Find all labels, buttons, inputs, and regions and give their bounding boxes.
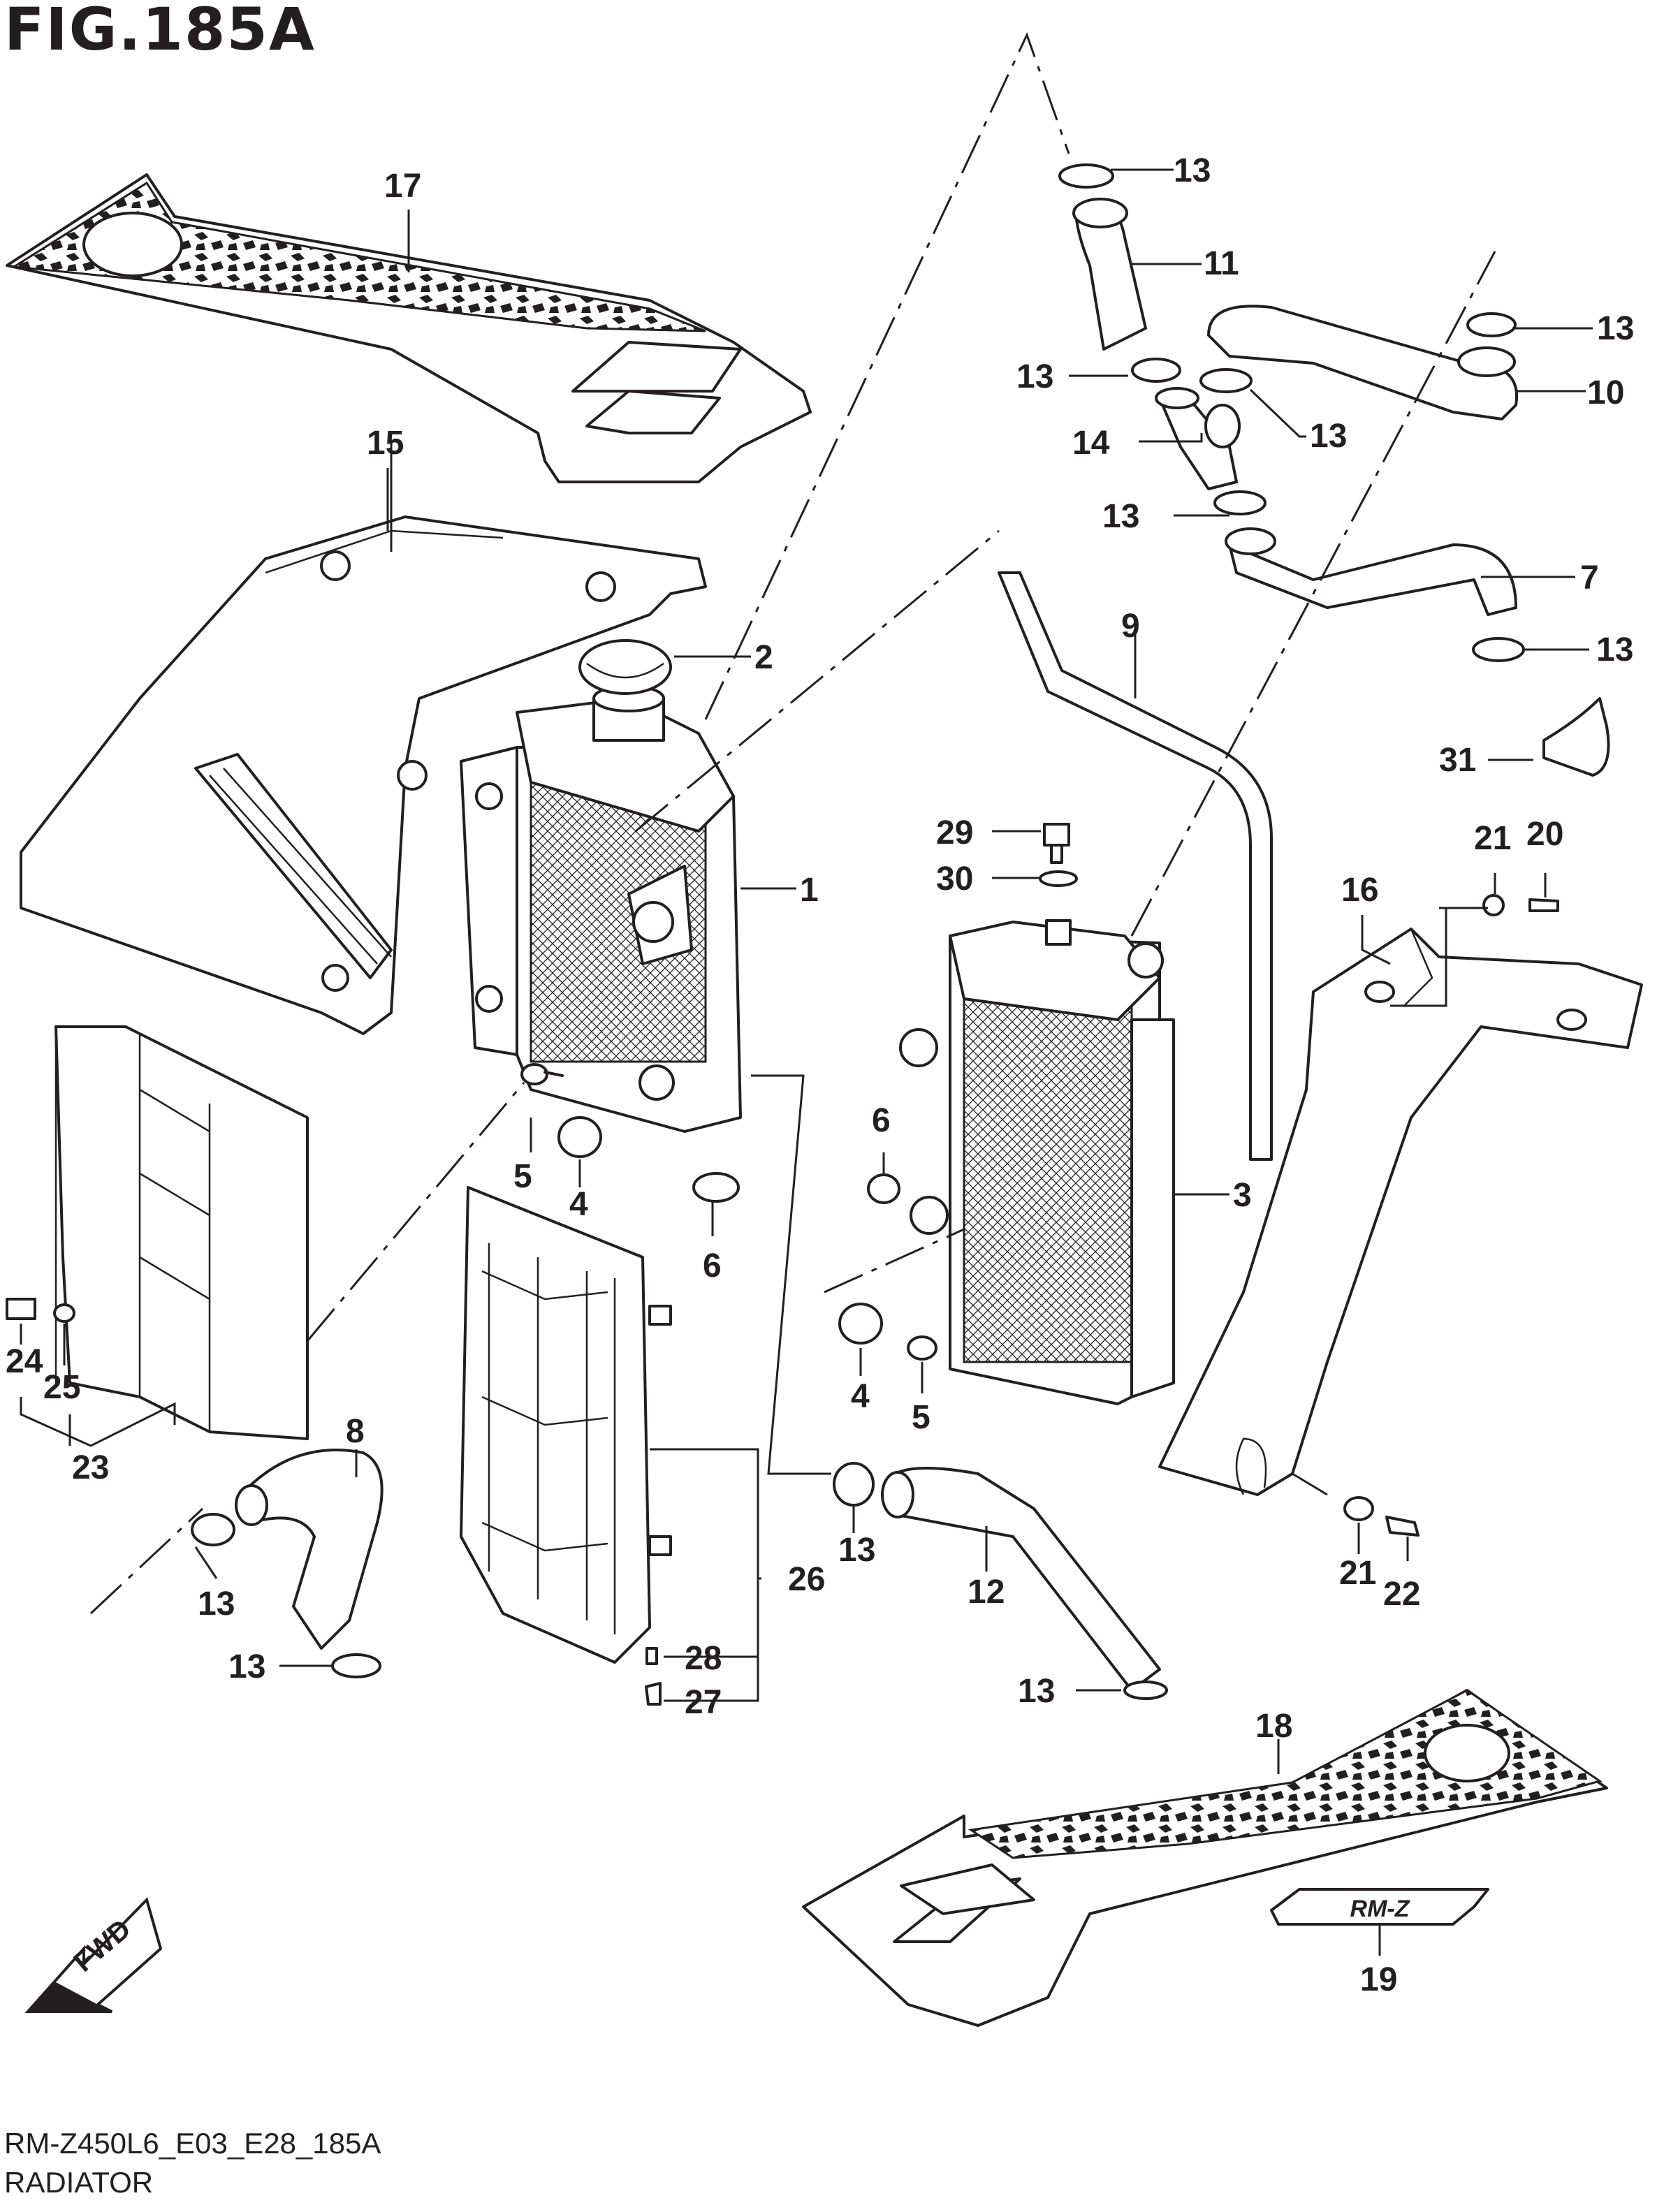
callout-29: 29 — [936, 814, 973, 851]
callout-17: 17 — [384, 168, 421, 205]
callout-4: 4 — [569, 1186, 588, 1223]
hose-10 — [1207, 305, 1519, 420]
callout-15: 15 — [367, 425, 404, 462]
callout-27: 27 — [685, 1684, 722, 1721]
model-code: RM-Z450L6_E03_E28_185A — [4, 2127, 381, 2160]
radiator-cover-left — [1158, 928, 1643, 1496]
callout-28: 28 — [685, 1640, 722, 1677]
callout-18: 18 — [1255, 1708, 1292, 1745]
callout-26: 26 — [788, 1561, 825, 1598]
mount-hardware — [6, 697, 1610, 1706]
callout-8: 8 — [346, 1413, 365, 1450]
callout-4: 4 — [851, 1378, 870, 1415]
callout-22: 22 — [1383, 1576, 1420, 1613]
figure-title: FIG.185A — [4, 0, 316, 64]
callout-13: 13 — [1597, 310, 1634, 347]
callout-3: 3 — [1233, 1177, 1252, 1214]
fwd-arrow: FWD — [24, 1897, 163, 2013]
hose-9 — [998, 571, 1273, 1161]
callout-6: 6 — [703, 1247, 722, 1284]
radiator-louver — [54, 1025, 309, 1440]
pipe-14 — [1155, 387, 1241, 490]
shroud-graphic-upper — [6, 173, 812, 483]
callout-13: 13 — [1596, 631, 1633, 668]
leader-lines — [20, 168, 1593, 1956]
callout-13: 13 — [1016, 358, 1053, 395]
callout-12: 12 — [968, 1574, 1005, 1611]
callout-10: 10 — [1587, 374, 1624, 411]
callout-21: 21 — [1474, 820, 1511, 857]
callout-5: 5 — [513, 1158, 532, 1195]
callout-6: 6 — [872, 1102, 891, 1139]
section-name: RADIATOR — [4, 2166, 154, 2199]
callout-13: 13 — [838, 1532, 875, 1569]
callout-1: 1 — [800, 872, 819, 909]
callout-13: 13 — [1310, 418, 1347, 455]
hose-11 — [1072, 198, 1147, 351]
callout-13: 13 — [1018, 1673, 1055, 1710]
radiator-guard — [460, 1186, 672, 1664]
callout-2: 2 — [754, 639, 773, 676]
shroud-graphic-lower — [802, 1689, 1608, 2027]
callout-13: 13 — [198, 1585, 235, 1623]
callout-30: 30 — [936, 860, 973, 898]
hose-7 — [1225, 527, 1517, 616]
callout-24: 24 — [6, 1343, 43, 1380]
radiator-left — [460, 684, 742, 1133]
hose-12 — [881, 1467, 1161, 1692]
reference-lines — [89, 32, 1496, 1615]
callout-11: 11 — [1204, 245, 1239, 282]
callout-19: 19 — [1360, 1961, 1397, 1998]
callout-13: 13 — [1174, 152, 1211, 189]
callout-16: 16 — [1341, 872, 1378, 909]
radiator-right — [899, 919, 1175, 1405]
callout-13: 13 — [228, 1648, 265, 1685]
radiator-cover-right — [20, 515, 707, 1035]
callout-14: 14 — [1072, 425, 1110, 462]
callout-25: 25 — [43, 1369, 80, 1406]
rmz-emblem: RM-Z — [1270, 1888, 1489, 1926]
callout-20: 20 — [1526, 816, 1563, 853]
callout-13: 13 — [1102, 498, 1139, 535]
hose-clamps — [191, 163, 1525, 1700]
callout-7: 7 — [1580, 559, 1599, 596]
callout-31: 31 — [1439, 742, 1476, 779]
callout-labels: 13 11 13 13 10 14 13 13 7 9 13 2 31 29 2… — [6, 152, 1634, 1998]
callout-9: 9 — [1121, 608, 1140, 645]
callout-23: 23 — [72, 1449, 109, 1486]
emblem-label: RM-Z — [1350, 1896, 1410, 1922]
callout-5: 5 — [912, 1399, 930, 1436]
callout-21: 21 — [1339, 1555, 1376, 1592]
hose-8 — [235, 1449, 384, 1650]
radiator-cap — [578, 639, 672, 695]
